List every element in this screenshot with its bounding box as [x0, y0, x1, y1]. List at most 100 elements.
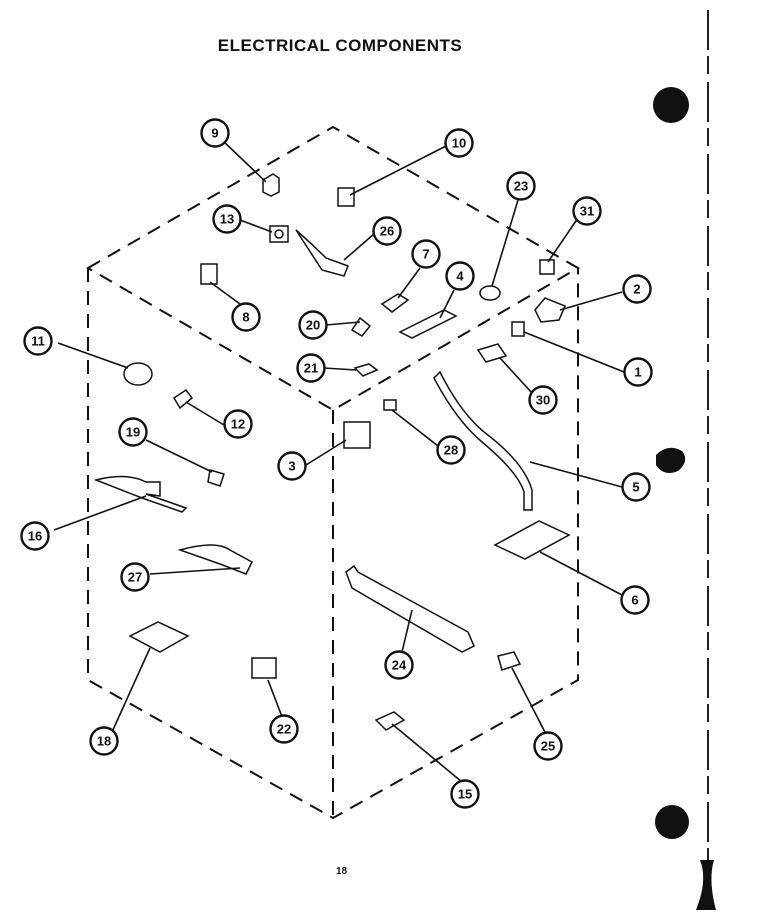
callout-10: 10	[444, 128, 474, 158]
callout-label: 30	[536, 393, 550, 408]
part-24-harness	[345, 564, 475, 653]
callout-24: 24	[384, 650, 414, 680]
part-12-knob	[172, 388, 194, 410]
callout-22: 22	[269, 714, 299, 744]
callout-circle	[120, 562, 150, 592]
callout-label: 12	[231, 417, 245, 432]
callout-label: 18	[97, 734, 111, 749]
callout-label: 23	[514, 179, 528, 194]
callout-circle	[372, 216, 402, 246]
callout-circle	[528, 385, 558, 415]
callout-7: 7	[411, 239, 441, 269]
part-10-switch	[337, 187, 355, 207]
part-2-transformer	[534, 297, 566, 323]
callout-label: 8	[242, 310, 249, 325]
callout-12: 12	[223, 409, 253, 439]
callout-31: 31	[572, 196, 602, 226]
callout-circle	[277, 451, 307, 481]
part-6-board	[493, 520, 571, 560]
callout-circle	[384, 650, 414, 680]
component-sketches	[93, 173, 571, 731]
callout-20: 20	[298, 310, 328, 340]
callout-circle	[411, 239, 441, 269]
callout-label: 21	[304, 361, 318, 376]
callout-circle	[572, 196, 602, 226]
callout-label: 11	[31, 334, 45, 349]
part-23-switch	[479, 285, 501, 301]
part-26-sensor	[295, 229, 349, 277]
part-19-sensor	[207, 469, 225, 487]
callout-label: 1	[634, 365, 641, 380]
callout-circle	[223, 409, 253, 439]
callout-circle	[445, 261, 475, 291]
callout-circle	[231, 302, 261, 332]
callout-label: 7	[422, 247, 429, 262]
part-5-harness	[433, 370, 533, 511]
callout-1: 1	[623, 357, 653, 387]
callout-label: 13	[220, 212, 234, 227]
callout-3: 3	[277, 451, 307, 481]
callout-8: 8	[231, 302, 261, 332]
callout-28: 28	[436, 435, 466, 465]
callout-5: 5	[621, 472, 651, 502]
cabinet-outline	[86, 125, 580, 820]
part-25-connector	[497, 651, 522, 671]
callout-15: 15	[450, 779, 480, 809]
callout-label: 31	[580, 204, 594, 219]
callout-4: 4	[445, 261, 475, 291]
cabinet-side-edges	[87, 268, 579, 820]
margin-mark	[696, 860, 716, 910]
part-11-lamp	[123, 362, 153, 386]
callout-6: 6	[620, 585, 650, 615]
part-15-relay	[374, 711, 406, 731]
callout-2: 2	[622, 274, 652, 304]
part-13-hole	[274, 229, 284, 239]
callout-23: 23	[506, 171, 536, 201]
callout-circle	[620, 585, 650, 615]
part-16-probe	[93, 475, 188, 513]
callout-circle	[533, 731, 563, 761]
callout-label: 15	[458, 787, 472, 802]
callout-circle	[23, 326, 53, 356]
callout-label: 26	[380, 224, 394, 239]
binder-hole-top	[653, 87, 689, 123]
part-22-block	[251, 657, 277, 679]
callout-label: 10	[452, 136, 466, 151]
callout-label: 27	[128, 570, 142, 585]
callout-18: 18	[89, 726, 119, 756]
part-27-element	[177, 544, 253, 575]
callout-circle	[450, 779, 480, 809]
page-number: 18	[336, 866, 348, 877]
callout-circle	[296, 353, 326, 383]
callout-9: 9	[200, 118, 230, 148]
ink-blot	[656, 447, 686, 473]
callout-label: 5	[632, 480, 639, 495]
callout-26: 26	[372, 216, 402, 246]
callout-label: 24	[392, 658, 407, 673]
callout-label: 22	[277, 722, 291, 737]
callout-label: 4	[456, 269, 464, 284]
callout-label: 2	[633, 282, 640, 297]
callout-27: 27	[120, 562, 150, 592]
callout-circle	[269, 714, 299, 744]
callout-circle	[444, 128, 474, 158]
callout-16: 16	[20, 521, 50, 551]
callout-circle	[200, 118, 230, 148]
part-1-switch	[511, 321, 525, 337]
part-3-motor	[343, 421, 371, 449]
callout-circle	[89, 726, 119, 756]
part-7-clip	[380, 293, 410, 313]
part-31-fuse	[539, 259, 555, 275]
callout-label: 6	[631, 593, 638, 608]
callout-circle	[298, 310, 328, 340]
binder-hole-bottom	[655, 805, 689, 839]
page-title: ELECTRICAL COMPONENTS	[217, 36, 463, 55]
callout-21: 21	[296, 353, 326, 383]
callout-circle	[20, 521, 50, 551]
part-9-bracket	[262, 173, 280, 197]
callout-circle	[212, 204, 242, 234]
part-21-thermostat	[353, 363, 379, 377]
part-4-board	[398, 309, 458, 339]
leader-lines	[53, 139, 625, 783]
callout-19: 19	[118, 417, 148, 447]
